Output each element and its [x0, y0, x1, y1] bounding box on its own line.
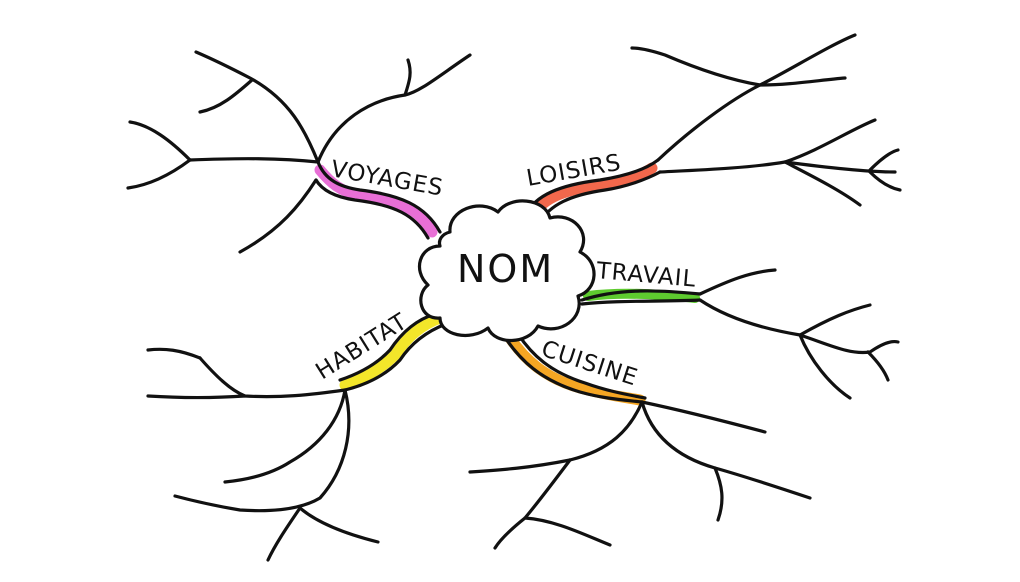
branch-travail-outline: [580, 289, 702, 302]
branch-cuisine-outline-lower: [516, 332, 647, 400]
travail-twig: [798, 333, 900, 355]
loisirs-twig: [783, 160, 897, 174]
branch-habitat-outline-lower: [338, 312, 437, 382]
cloud-shape: [417, 199, 596, 343]
habitat-twig: [146, 394, 247, 400]
habitat-twig: [298, 506, 380, 544]
cuisine-twig: [523, 516, 612, 547]
branch-voyages-outline: [316, 160, 442, 234]
branch-loisirs-outline-lower: [538, 170, 662, 224]
travail-twig: [866, 350, 890, 382]
voyages-twig: [194, 50, 320, 164]
cuisine-twig: [640, 400, 767, 434]
branch-loisirs: LOISIRS: [524, 33, 902, 224]
branch-cuisine-stem: [504, 332, 646, 406]
voyages-twig: [238, 178, 318, 254]
travail-twig: [698, 268, 777, 296]
voyages-twig: [188, 157, 320, 164]
branch-habitat: HABITAT: [146, 309, 448, 562]
loisirs-twig: [868, 148, 900, 172]
voyages-twig: [198, 78, 254, 114]
loisirs-twig: [656, 33, 857, 162]
center-node-label: NOM: [457, 247, 554, 291]
voyages-twig: [126, 158, 192, 190]
branch-cuisine-outline: [502, 334, 644, 404]
cuisine-twig: [493, 458, 572, 550]
branch-voyages-stem: [314, 164, 438, 238]
habitat-twig: [266, 506, 302, 562]
habitat-twig: [146, 347, 202, 360]
voyages-twig: [128, 120, 192, 162]
branch-loisirs-outline: [524, 158, 660, 217]
branch-voyages: VOYAGES: [126, 50, 472, 254]
travail-twig: [698, 298, 872, 337]
cuisine-twig: [640, 400, 812, 500]
loisirs-twig: [758, 76, 847, 87]
cuisine-twig: [713, 466, 724, 522]
voyages-twig: [403, 58, 412, 97]
travail-twig: [798, 333, 852, 400]
branch-cuisine: CUISINE: [468, 332, 812, 550]
habitat-twig: [173, 388, 351, 513]
branch-habitat-outline: [343, 322, 448, 392]
loisirs-twig: [783, 160, 862, 207]
center-node: NOM: [417, 199, 596, 343]
loisirs-twig: [658, 118, 877, 174]
loisirs-twig: [630, 46, 762, 87]
branch-voyages-outline-lower: [314, 178, 430, 240]
branch-travail-label: TRAVAIL: [594, 258, 697, 293]
cuisine-twig: [468, 400, 644, 474]
habitat-twig: [223, 388, 347, 484]
voyages-twig: [316, 53, 472, 164]
branch-habitat-stem: [339, 312, 446, 391]
branch-travail-outline-lower: [580, 298, 702, 306]
habitat-twig: [198, 356, 347, 399]
loisirs-twig: [868, 170, 902, 192]
